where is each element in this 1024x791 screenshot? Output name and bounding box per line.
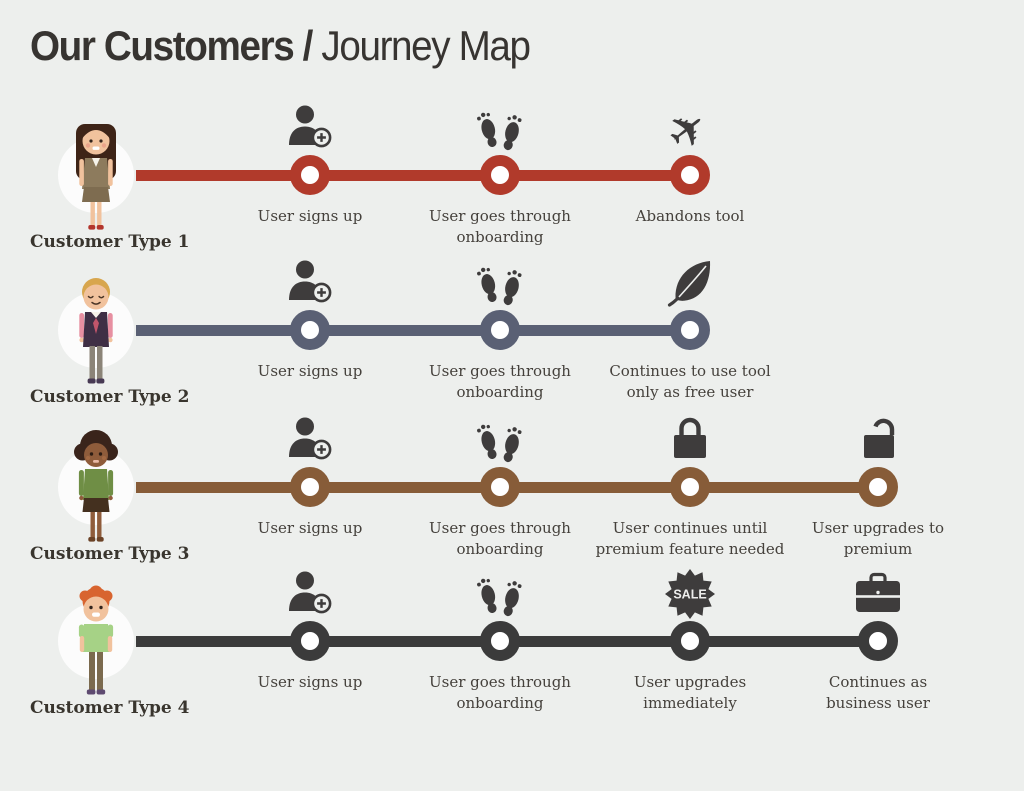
step-label: Continues to use tool only as free user xyxy=(609,362,771,401)
footprints-icon xyxy=(474,102,526,154)
briefcase-icon xyxy=(852,568,904,620)
step-marker xyxy=(858,621,898,661)
lock-closed-icon xyxy=(664,414,716,466)
step-marker xyxy=(670,621,710,661)
footprints-icon xyxy=(474,257,526,309)
sale-badge-icon: SALE xyxy=(664,568,716,620)
step-label: User upgrades immediately xyxy=(633,673,747,712)
step-marker xyxy=(670,467,710,507)
customer-type-label: Customer Type 2 xyxy=(30,387,190,407)
footprints-icon xyxy=(474,414,526,466)
step-marker xyxy=(670,155,710,195)
customer-type-label: Customer Type 3 xyxy=(30,544,190,564)
step-marker xyxy=(670,310,710,350)
step-label: User goes through onboarding xyxy=(429,362,571,401)
step-label: User signs up xyxy=(257,519,363,537)
customer-avatar-2 xyxy=(79,278,113,384)
customer-type-label: Customer Type 1 xyxy=(30,232,190,252)
title-bold: Our Customers / xyxy=(30,22,313,69)
user-signup-icon xyxy=(284,257,336,309)
step-label: User upgrades to premium xyxy=(811,519,945,558)
step-marker xyxy=(290,621,330,661)
step-label: Abandons tool xyxy=(635,207,745,225)
step-marker xyxy=(858,467,898,507)
customer-avatar-3 xyxy=(74,430,118,542)
step-marker xyxy=(480,155,520,195)
step-label: User signs up xyxy=(257,673,363,691)
footprints-icon xyxy=(474,568,526,620)
page-title: Our Customers / Journey Map xyxy=(30,22,531,70)
step-label: User signs up xyxy=(257,207,363,225)
step-label: User continues until premium feature nee… xyxy=(595,519,785,558)
customer-avatar-4 xyxy=(78,585,114,695)
step-label: User goes through onboarding xyxy=(429,207,571,246)
step-marker xyxy=(290,155,330,195)
title-light: Journey Map xyxy=(321,22,531,69)
timeline-line xyxy=(136,324,690,336)
step-marker xyxy=(480,310,520,350)
user-signup-icon xyxy=(284,414,336,466)
user-signup-icon xyxy=(284,102,336,154)
user-signup-icon xyxy=(284,568,336,620)
step-label: User goes through onboarding xyxy=(429,673,571,712)
step-label: Continues as business user xyxy=(826,673,930,712)
step-label: User signs up xyxy=(257,362,363,380)
leaf-icon xyxy=(664,257,716,309)
sale-badge-text: SALE xyxy=(673,588,706,602)
airplane-icon: ✈ xyxy=(655,96,719,164)
lock-open-icon xyxy=(852,414,904,466)
customer-avatar-1 xyxy=(76,124,116,230)
timeline-line xyxy=(136,169,690,181)
step-marker xyxy=(290,310,330,350)
step-marker xyxy=(480,467,520,507)
step-marker xyxy=(290,467,330,507)
step-marker xyxy=(480,621,520,661)
step-label: User goes through onboarding xyxy=(429,519,571,558)
customer-type-label: Customer Type 4 xyxy=(30,698,190,718)
